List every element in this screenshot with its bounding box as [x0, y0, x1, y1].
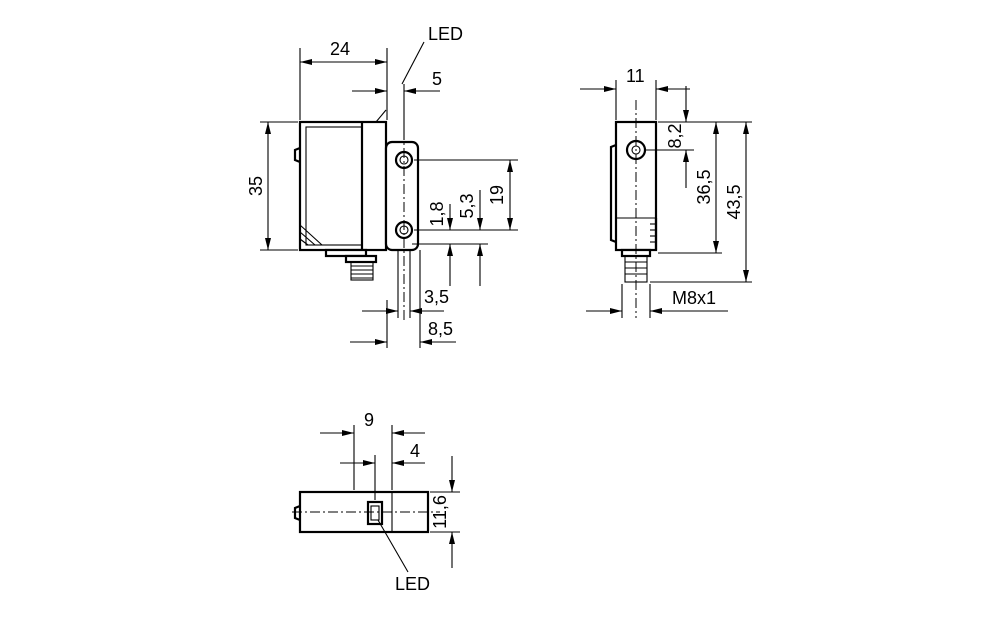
front-led-label: LED — [428, 24, 463, 44]
dim-top-led-width: 4 — [410, 441, 420, 461]
front-view: 24 5 LED 35 19 5,3 1,8 3,5 8,5 — [246, 24, 518, 348]
dim-front-led-offset: 5 — [432, 69, 442, 89]
side-view: 11 8,2 36,5 43,5 M8x1 — [580, 66, 752, 318]
dim-front-hole-side: 1,8 — [427, 201, 447, 226]
dim-front-hole-top: 5,3 — [457, 193, 477, 218]
front-mounting-bracket — [384, 140, 420, 252]
dim-top-led-pos: 9 — [364, 410, 374, 430]
dim-front-hole-dia: 3,5 — [424, 287, 449, 307]
dim-front-height: 35 — [246, 176, 266, 196]
dim-side-total: 43,5 — [724, 184, 744, 219]
dim-side-mid: 36,5 — [694, 169, 714, 204]
dim-side-width: 11 — [626, 66, 645, 86]
top-view: 9 4 11,6 LED — [292, 410, 460, 594]
dim-front-bracket: 8,5 — [428, 319, 453, 339]
dim-top-height: 11,6 — [430, 495, 450, 529]
dim-side-top: 8,2 — [665, 123, 685, 148]
front-lens-window — [305, 126, 363, 246]
dim-side-connector: M8x1 — [672, 288, 716, 308]
front-connector — [350, 261, 374, 281]
dim-front-width: 24 — [330, 39, 350, 59]
top-led-label: LED — [395, 574, 430, 594]
top-led — [366, 500, 384, 526]
front-housing — [298, 120, 388, 252]
dim-front-hole-spacing: 19 — [487, 185, 507, 205]
